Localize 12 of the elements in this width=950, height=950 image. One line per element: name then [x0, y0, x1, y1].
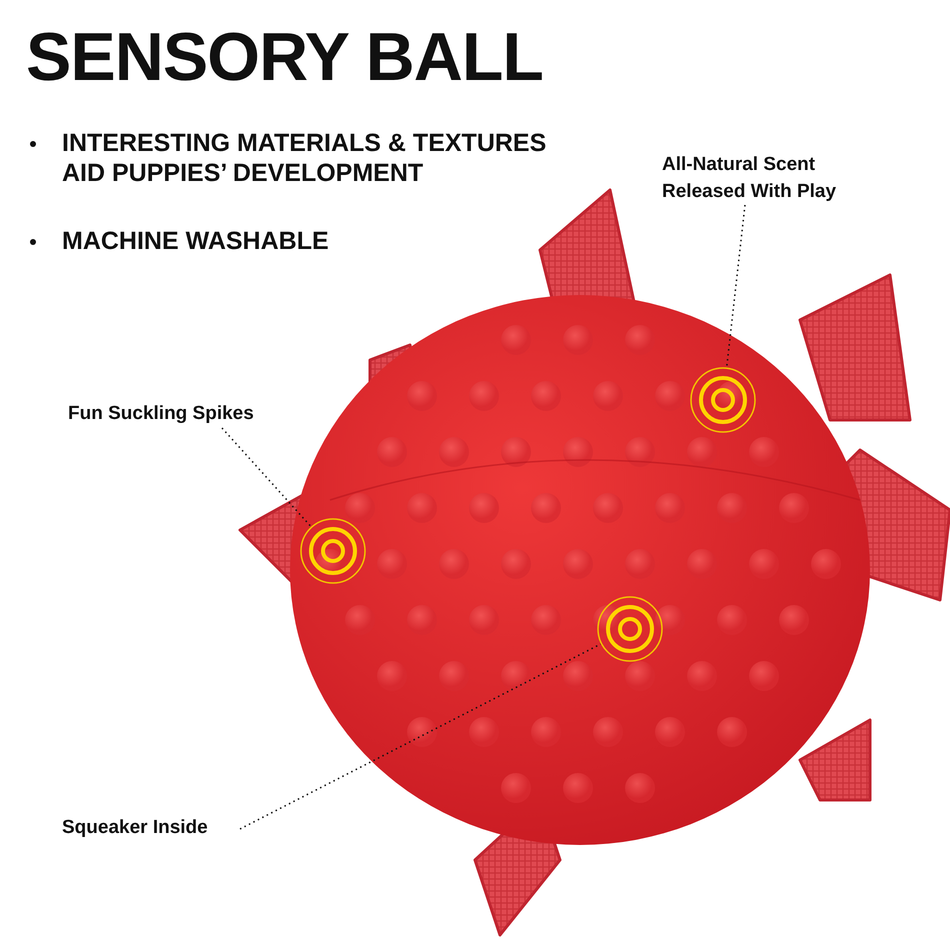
leader-line	[726, 204, 746, 368]
target-marker	[597, 596, 663, 662]
callout-text: All-Natural Scent Released With Play	[662, 151, 872, 207]
leader-line	[240, 643, 601, 830]
feature-text: INTERESTING MATERIALS & TEXTURES AID PUPPIES’ DEVELOPMENT	[62, 128, 548, 188]
callout-text: Squeaker Inside	[62, 814, 242, 844]
callout-text: Fun Suckling Spikes	[68, 400, 288, 430]
leader-line	[221, 428, 312, 527]
target-marker	[300, 518, 366, 584]
title: SENSORY BALL	[26, 18, 543, 96]
feature-text: MACHINE WASHABLE	[62, 226, 330, 256]
target-marker	[690, 367, 756, 433]
